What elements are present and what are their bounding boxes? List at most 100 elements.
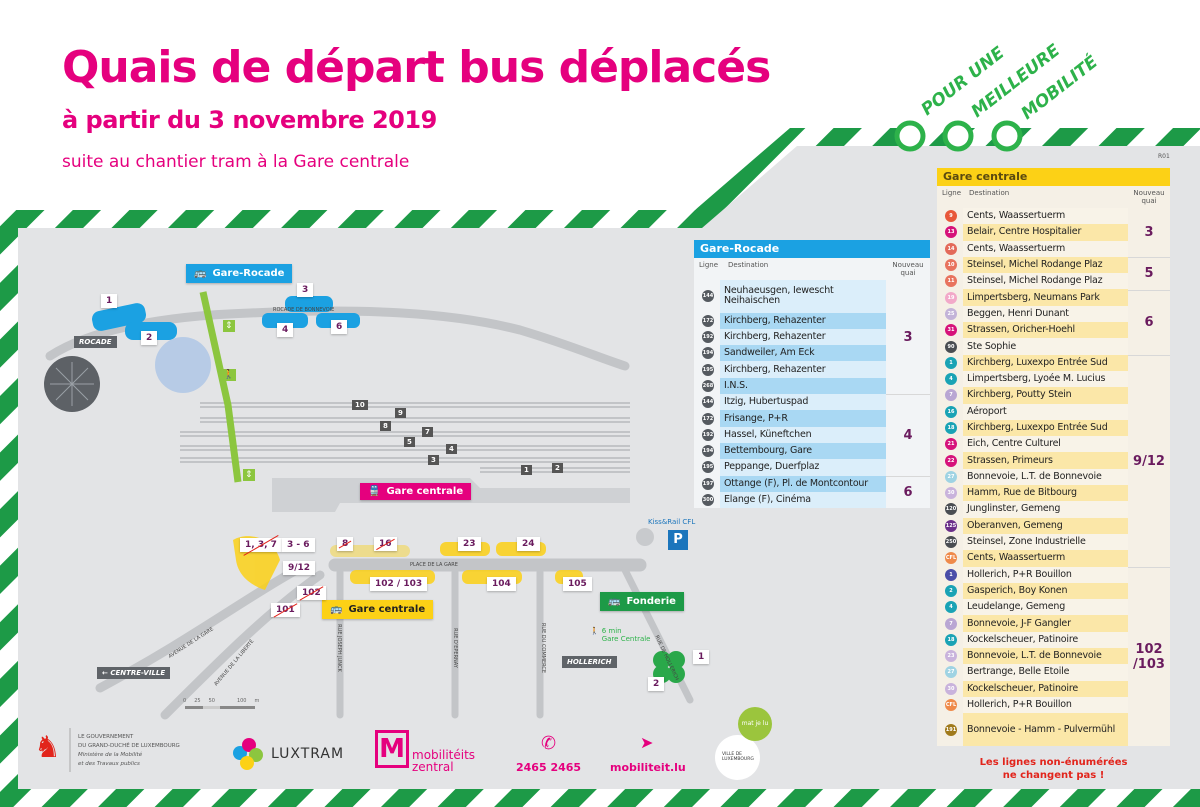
stop-rocade-1[interactable]: 1 (101, 294, 118, 308)
track-number: 8 (380, 421, 391, 431)
slogan-circles (894, 120, 1023, 152)
destination: Limpertsberg, Neumans Park (963, 289, 1128, 306)
stop-rocade-3[interactable]: 3 (297, 283, 314, 297)
stop-centrale-23[interactable]: 23 (458, 537, 481, 551)
line-badge: 4 (945, 373, 957, 386)
line-badge: 25 (945, 307, 957, 320)
line-badge: 125 (945, 519, 957, 532)
sign-fonderie: 🚌Fonderie (600, 592, 684, 611)
page-title: Quais de départ bus déplacés (62, 42, 771, 93)
reference-code: R01 (1158, 153, 1170, 160)
col-quai: Nouveau quai (1133, 189, 1165, 205)
elevator-icon: ⇕ (243, 469, 255, 481)
stop-centrale-8-removed[interactable]: 8 (337, 537, 354, 551)
line-badge: 197 (702, 477, 714, 490)
line-badge: 172 (702, 412, 714, 425)
line-badge: 172 (702, 314, 714, 327)
stop-centrale-24[interactable]: 24 (517, 537, 540, 551)
line-badge: 191 (945, 723, 957, 736)
luxtram-logo (233, 738, 267, 772)
stop-centrale-16-removed[interactable]: 16 (374, 537, 397, 551)
stop-centrale-3-6[interactable]: 3 - 6 (282, 538, 315, 552)
destination: Leudelange, Gemeng (963, 599, 1128, 616)
destination: Elange (F), Cinéma (720, 491, 886, 509)
stop-centrale-9-12[interactable]: 9/12 (283, 561, 316, 575)
elevator-icon: ⇕ (223, 320, 235, 332)
line-badge: 30 (945, 487, 957, 500)
quai-number: 3 (1144, 224, 1154, 240)
stop-centrale-101-removed[interactable]: 101 (271, 603, 300, 617)
rail-tracks (180, 402, 630, 473)
quai-number: 3 (903, 329, 913, 345)
scale-tick: 100 (236, 698, 247, 704)
phone-icon: ✆ (541, 733, 557, 754)
walk-destination: Gare Centrale (601, 635, 651, 643)
stop-centrale-1-3-7-removed[interactable]: 1, 3, 7 (240, 538, 282, 552)
line-badge: 14 (945, 242, 957, 255)
table-row: 144 Neuhaeusgen, Iewescht Neihaischen (694, 280, 886, 313)
label-rue-epernay: RUE D'EPERNAY (451, 628, 458, 668)
destination: Beggen, Henri Dunant (963, 305, 1128, 323)
luxtram-label: LUXTRAM (271, 746, 345, 762)
link-centre-ville[interactable]: ← CENTRE-VILLE (97, 667, 171, 679)
stop-centrale-102-removed[interactable]: 102 (297, 586, 326, 600)
destination: Steinsel, Zone Industrielle (963, 533, 1128, 551)
stop-rocade-4[interactable]: 4 (277, 323, 294, 337)
track-number: 1 (521, 465, 532, 475)
phone-number[interactable]: 2465 2465 (516, 761, 582, 774)
stop-rocade-6[interactable]: 6 (331, 320, 348, 334)
scale-bar (185, 706, 255, 709)
destination: Neuhaeusgen, Iewescht Neihaischen (720, 280, 886, 313)
ville-luxembourg-logo (715, 735, 760, 780)
stop-fonderie-1[interactable]: 1 (693, 650, 710, 664)
destination: I.N.S. (720, 377, 886, 395)
stop-centrale-102-103[interactable]: 102 / 103 (370, 577, 428, 591)
line-badge: 27 (945, 666, 957, 679)
destination: Limpertsberg, Lyoée M. Lucius (963, 370, 1128, 388)
label-kiss-rail: Kiss&Rail CFL (648, 518, 696, 526)
line-badge: 1 (945, 356, 957, 369)
bus-icon: 🚌 (330, 604, 343, 615)
stop-centrale-105[interactable]: 105 (563, 577, 592, 591)
line-badge: 144 (702, 290, 714, 303)
line-badge: 7 (945, 389, 957, 402)
gov-line: LE GOUVERNEMENT (78, 734, 134, 740)
destination: Bonnevoie, J-F Gangler (963, 615, 1128, 632)
note-unlisted-lines: Les lignes non-énumérées ne changent pas… (937, 756, 1170, 782)
sign-gare-centrale-train: 🚆Gare centrale (360, 483, 472, 500)
line-badge: 194 (702, 347, 714, 360)
col-destination: Destination (969, 189, 1010, 197)
stop-rocade-2[interactable]: 2 (141, 331, 158, 345)
destination: Kockelscheuer, Patinoire (963, 631, 1128, 649)
tram-roundabout (155, 337, 211, 393)
destination: Steinsel, Michel Rodange Plaz (963, 256, 1128, 274)
line-badge: 21 (945, 438, 957, 451)
destination: Peppange, Duerfplaz (720, 459, 886, 476)
label-rocade-bonnevoie: ROCADE DE BONNEVOIE (273, 307, 335, 313)
stop-fonderie-2[interactable]: 2 (648, 677, 665, 691)
stop-centrale-104[interactable]: 104 (487, 577, 516, 591)
quai-number: 4 (886, 394, 930, 476)
line-badge: 192 (702, 331, 714, 344)
website-link[interactable]: mobiliteit.lu (610, 761, 686, 774)
label-place-gare: PLACE DE LA GARE (410, 562, 458, 568)
